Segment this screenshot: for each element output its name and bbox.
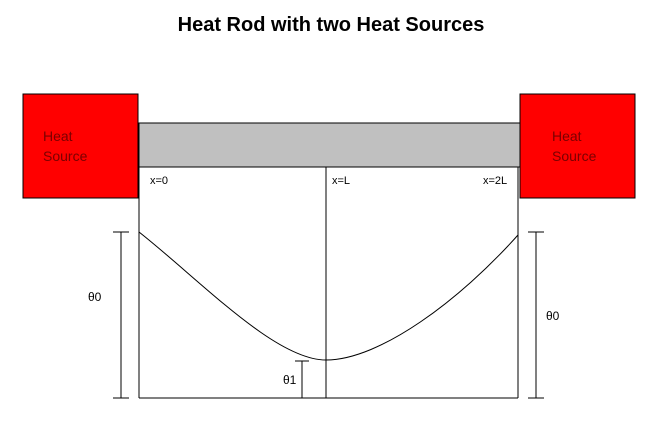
right-heat-source-label-line1: Heat bbox=[552, 128, 582, 144]
theta1-label: θ1 bbox=[283, 373, 297, 387]
theta1-dimension: θ1 bbox=[283, 360, 309, 398]
left-heat-source-label-line1: Heat bbox=[43, 128, 73, 144]
left-heat-source-box bbox=[22, 93, 139, 199]
heat-rod bbox=[138, 122, 521, 168]
left-heat-source: Heat Source bbox=[22, 93, 139, 199]
right-heat-source-box bbox=[519, 93, 636, 199]
right-heat-source: Heat Source bbox=[519, 93, 636, 199]
position-label-right: x=2L bbox=[483, 175, 507, 187]
temperature-curve bbox=[138, 231, 519, 361]
position-label-middle: x=L bbox=[332, 175, 350, 187]
left-heat-source-label-line2: Source bbox=[43, 148, 88, 164]
left-theta0-label: θ0 bbox=[88, 290, 102, 304]
right-theta0-dimension: θ0 bbox=[528, 231, 560, 399]
position-label-left: x=0 bbox=[150, 175, 168, 187]
right-theta0-label: θ0 bbox=[546, 309, 560, 323]
diagram-title: Heat Rod with two Heat Sources bbox=[178, 14, 485, 36]
right-heat-source-label-line2: Source bbox=[552, 148, 597, 164]
left-theta0-dimension: θ0 bbox=[88, 231, 129, 399]
